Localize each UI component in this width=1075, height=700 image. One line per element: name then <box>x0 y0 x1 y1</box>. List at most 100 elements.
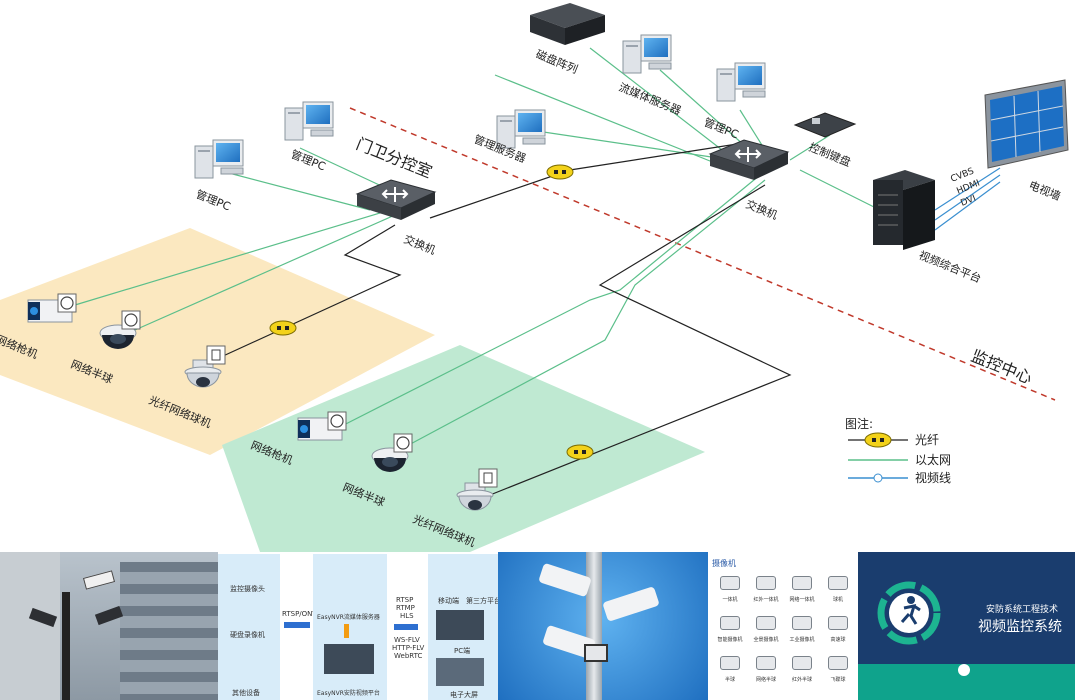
tv-wall-icon <box>984 79 1069 169</box>
fiber-node <box>269 320 297 336</box>
flow-client: PC端 <box>454 647 471 655</box>
legend-item: 光纤 <box>915 433 939 447</box>
camera-thumb-icon <box>828 656 848 670</box>
catalog-item: 全景摄像机 <box>750 614 782 650</box>
catalog-item-label: 飞碟球 <box>830 677 846 683</box>
zone-gate-label: 门卫分控室 <box>354 134 435 182</box>
cable-tag: DVI <box>959 194 977 209</box>
legend: 图注: 光纤 以太网 视频线 <box>845 416 951 485</box>
camera-head <box>94 605 124 626</box>
legend-item: 以太网 <box>915 452 951 467</box>
catalog-item-label: 智能摄像机 <box>717 637 743 643</box>
thumb-building-cameras[interactable] <box>0 552 218 700</box>
center-pc-label: 管理PC <box>702 115 741 142</box>
gate-pc1-icon <box>194 139 244 179</box>
flow-platform: EasyNVR安防视频平台 <box>317 690 380 697</box>
catalog-header: 摄像机 <box>712 559 736 568</box>
decoder-icon <box>873 170 935 250</box>
network-diagram: 门卫分控室 监控中心 交换机 管理PC 管理PC 管理服务器 磁盘阵列 流媒体服… <box>0 3 1069 552</box>
camera-head <box>82 570 116 590</box>
field-zone-area <box>222 345 705 552</box>
catalog-item-label: 半球 <box>724 677 735 683</box>
ethernet-lines <box>74 47 891 456</box>
camera-pole <box>586 552 602 700</box>
flow-output: RTSP <box>396 596 414 604</box>
catalog-item: 网络一体机 <box>786 574 818 610</box>
catalog-item: 红外一体机 <box>750 574 782 610</box>
gate-zone-area <box>0 228 435 455</box>
center-pc-icon <box>716 62 766 102</box>
flow-source: 硬盘录像机 <box>230 631 265 639</box>
flow-output: RTMP <box>396 604 415 612</box>
banner-line2: 视频监控系统 <box>978 619 1062 635</box>
disk-array-icon <box>530 3 605 45</box>
camera-head <box>584 644 608 662</box>
arrow-icon <box>394 624 418 630</box>
catalog-item-label: 工业摄像机 <box>789 637 815 643</box>
thumb-easynvr-flow[interactable]: 监控摄像头 硬盘录像机 其他设备 RTSP/ONVIF EasyNVR流媒体服务… <box>218 552 498 700</box>
keyboard-icon <box>793 112 857 138</box>
catalog-item-label: 一体机 <box>722 597 738 603</box>
catalog-item-label: 红外一体机 <box>753 597 779 603</box>
camera-thumb-icon <box>720 576 740 590</box>
zone-center-label: 监控中心 <box>969 346 1035 388</box>
catalog-item: 智能摄像机 <box>714 614 746 650</box>
catalog-item: 半球 <box>714 654 746 690</box>
thumb-camera-catalog[interactable]: 摄像机 一体机 红外一体机 网络一体机球机智能摄像机 全景摄像机 工业摄像机 高速球半球 网… <box>708 552 858 700</box>
banner-line1: 安防系统工程技术 <box>986 605 1059 615</box>
gate-pc2-label: 管理PC <box>289 147 328 174</box>
gate-switch-icon <box>356 179 436 221</box>
big-screen-icon <box>436 658 484 686</box>
flow-output: WebRTC <box>394 652 423 660</box>
catalog-item: 高速球 <box>822 614 854 650</box>
camera-thumb-icon <box>720 656 740 670</box>
thumb-banner[interactable]: 安防系统工程技术 视频监控系统 <box>858 552 1075 700</box>
flow-protocol: RTSP/ONVIF <box>282 610 324 618</box>
running-man-icon <box>877 581 941 645</box>
legend-title: 图注: <box>845 416 873 431</box>
camera-thumb-icon <box>756 656 776 670</box>
catalog-item-label: 高速球 <box>830 637 846 643</box>
flow-client: 移动端 <box>438 597 459 605</box>
flow-output: HTTP-FLV <box>392 644 425 652</box>
camera-thumb-icon <box>792 576 812 590</box>
sources-panel <box>218 554 280 700</box>
flow-server: EasyNVR流媒体服务器 <box>317 614 380 621</box>
catalog-item: 一体机 <box>714 574 746 610</box>
legend-item: 视频线 <box>915 470 951 485</box>
camera-thumb-icon <box>756 616 776 630</box>
gate-pc1-label: 管理PC <box>194 187 233 214</box>
camera-thumb-icon <box>792 616 812 630</box>
monitor-icon <box>324 644 374 674</box>
disk-array-label: 磁盘阵列 <box>534 47 580 76</box>
catalog-item-label: 全景摄像机 <box>753 637 779 643</box>
catalog-item: 网络半球 <box>750 654 782 690</box>
server-panel <box>313 554 387 700</box>
user-icon <box>958 664 970 676</box>
camera-thumb-icon <box>720 616 740 630</box>
camera-thumb-icon <box>792 656 812 670</box>
flow-output: HLS <box>400 612 414 620</box>
fiber-node <box>566 444 594 460</box>
arrow-icon <box>284 622 310 628</box>
catalog-item: 红外半球 <box>786 654 818 690</box>
legend-fiber-icon <box>864 432 892 448</box>
camera-head <box>602 586 660 622</box>
camera-pole <box>62 592 70 700</box>
camera-thumb-icon <box>756 576 776 590</box>
video-lines <box>934 167 1001 231</box>
stream-server-label: 流媒体服务器 <box>617 80 683 118</box>
center-switch-label: 交换机 <box>744 197 780 222</box>
thumb-pole-cameras[interactable] <box>498 552 708 700</box>
catalog-item: 工业摄像机 <box>786 614 818 650</box>
flow-source: 监控摄像头 <box>230 585 265 593</box>
gate-switch-label: 交换机 <box>402 232 438 257</box>
mgmt-server-icon <box>496 109 546 149</box>
flow-client: 电子大屏 <box>450 691 478 699</box>
flow-source: 其他设备 <box>232 689 260 697</box>
catalog-item-label: 球机 <box>832 597 843 603</box>
keyboard-label: 控制键盘 <box>807 140 853 169</box>
stream-server-icon <box>622 34 672 74</box>
camera-head <box>538 562 592 598</box>
camera-thumb-icon <box>828 576 848 590</box>
